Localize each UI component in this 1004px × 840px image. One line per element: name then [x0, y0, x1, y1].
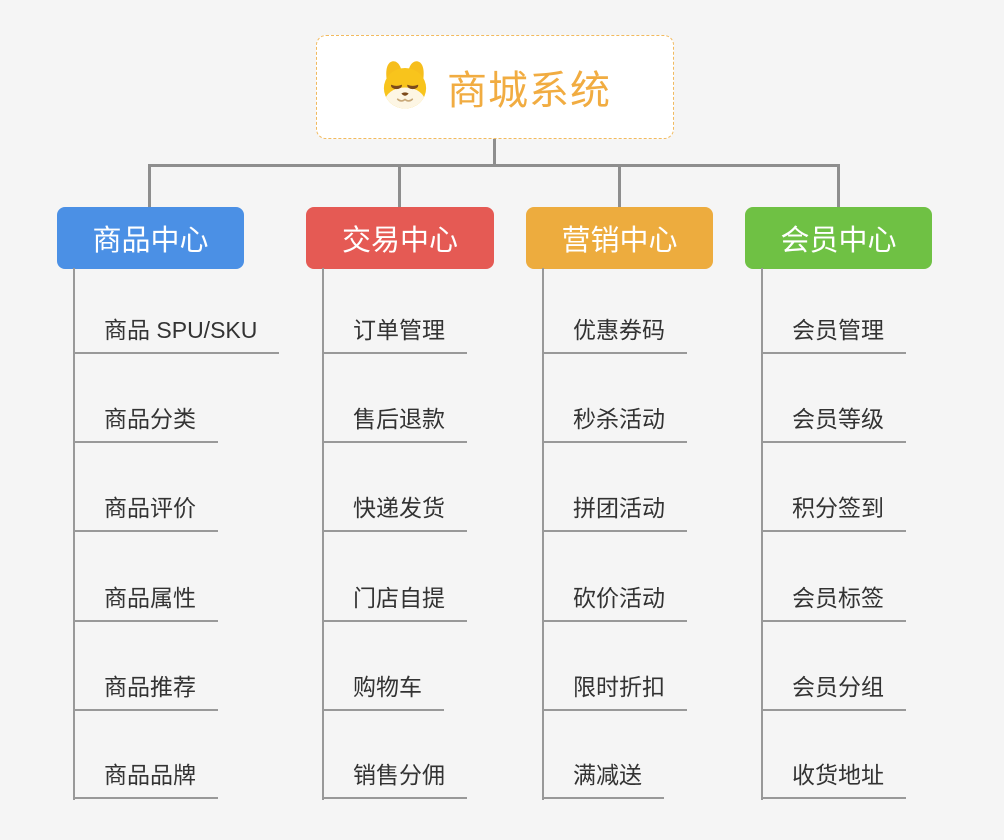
- subtopic[interactable]: 商品 SPU/SKU: [73, 316, 280, 354]
- subtopic[interactable]: 商品品牌: [73, 761, 218, 799]
- subtopic[interactable]: 购物车: [322, 673, 444, 711]
- connector-drop-2: [398, 164, 401, 209]
- subtopic[interactable]: 会员管理: [761, 316, 906, 354]
- subtopic[interactable]: 砍价活动: [542, 584, 687, 622]
- subtopic[interactable]: 限时折扣: [542, 673, 687, 711]
- subtopic[interactable]: 满减送: [542, 761, 664, 799]
- trunk-line-goods: [73, 268, 75, 800]
- subtopic[interactable]: 拼团活动: [542, 494, 687, 532]
- subtopic[interactable]: 销售分佣: [322, 761, 467, 799]
- dog-face-icon: [379, 59, 431, 116]
- connector-root-stem: [493, 139, 496, 166]
- subtopic[interactable]: 商品分类: [73, 405, 218, 443]
- subtopic[interactable]: 收货地址: [761, 761, 906, 799]
- subtopic[interactable]: 商品评价: [73, 494, 218, 532]
- subtopic[interactable]: 会员分组: [761, 673, 906, 711]
- root-topic[interactable]: 商城系统: [316, 35, 674, 139]
- subtopic[interactable]: 优惠券码: [542, 316, 687, 354]
- connector-bus: [148, 164, 839, 167]
- subtopic[interactable]: 售后退款: [322, 405, 467, 443]
- subtopic[interactable]: 订单管理: [322, 316, 467, 354]
- connector-drop-1: [148, 164, 151, 209]
- subtopic[interactable]: 秒杀活动: [542, 405, 687, 443]
- branch-topic-marketing[interactable]: 营销中心: [526, 207, 713, 269]
- trunk-line-trade: [322, 268, 324, 800]
- trunk-line-marketing: [542, 268, 544, 800]
- trunk-line-member: [761, 268, 763, 800]
- subtopic[interactable]: 积分签到: [761, 494, 906, 532]
- branch-topic-member[interactable]: 会员中心: [745, 207, 932, 269]
- subtopic[interactable]: 门店自提: [322, 584, 467, 622]
- branch-topic-trade[interactable]: 交易中心: [306, 207, 494, 269]
- connector-drop-4: [837, 164, 840, 209]
- subtopic[interactable]: 会员标签: [761, 584, 906, 622]
- root-topic-label: 商城系统: [447, 69, 611, 113]
- subtopic[interactable]: 商品属性: [73, 584, 218, 622]
- subtopic[interactable]: 商品推荐: [73, 673, 218, 711]
- subtopic[interactable]: 会员等级: [761, 405, 906, 443]
- branch-topic-goods[interactable]: 商品中心: [57, 207, 244, 269]
- connector-drop-3: [618, 164, 621, 209]
- subtopic[interactable]: 快递发货: [322, 494, 467, 532]
